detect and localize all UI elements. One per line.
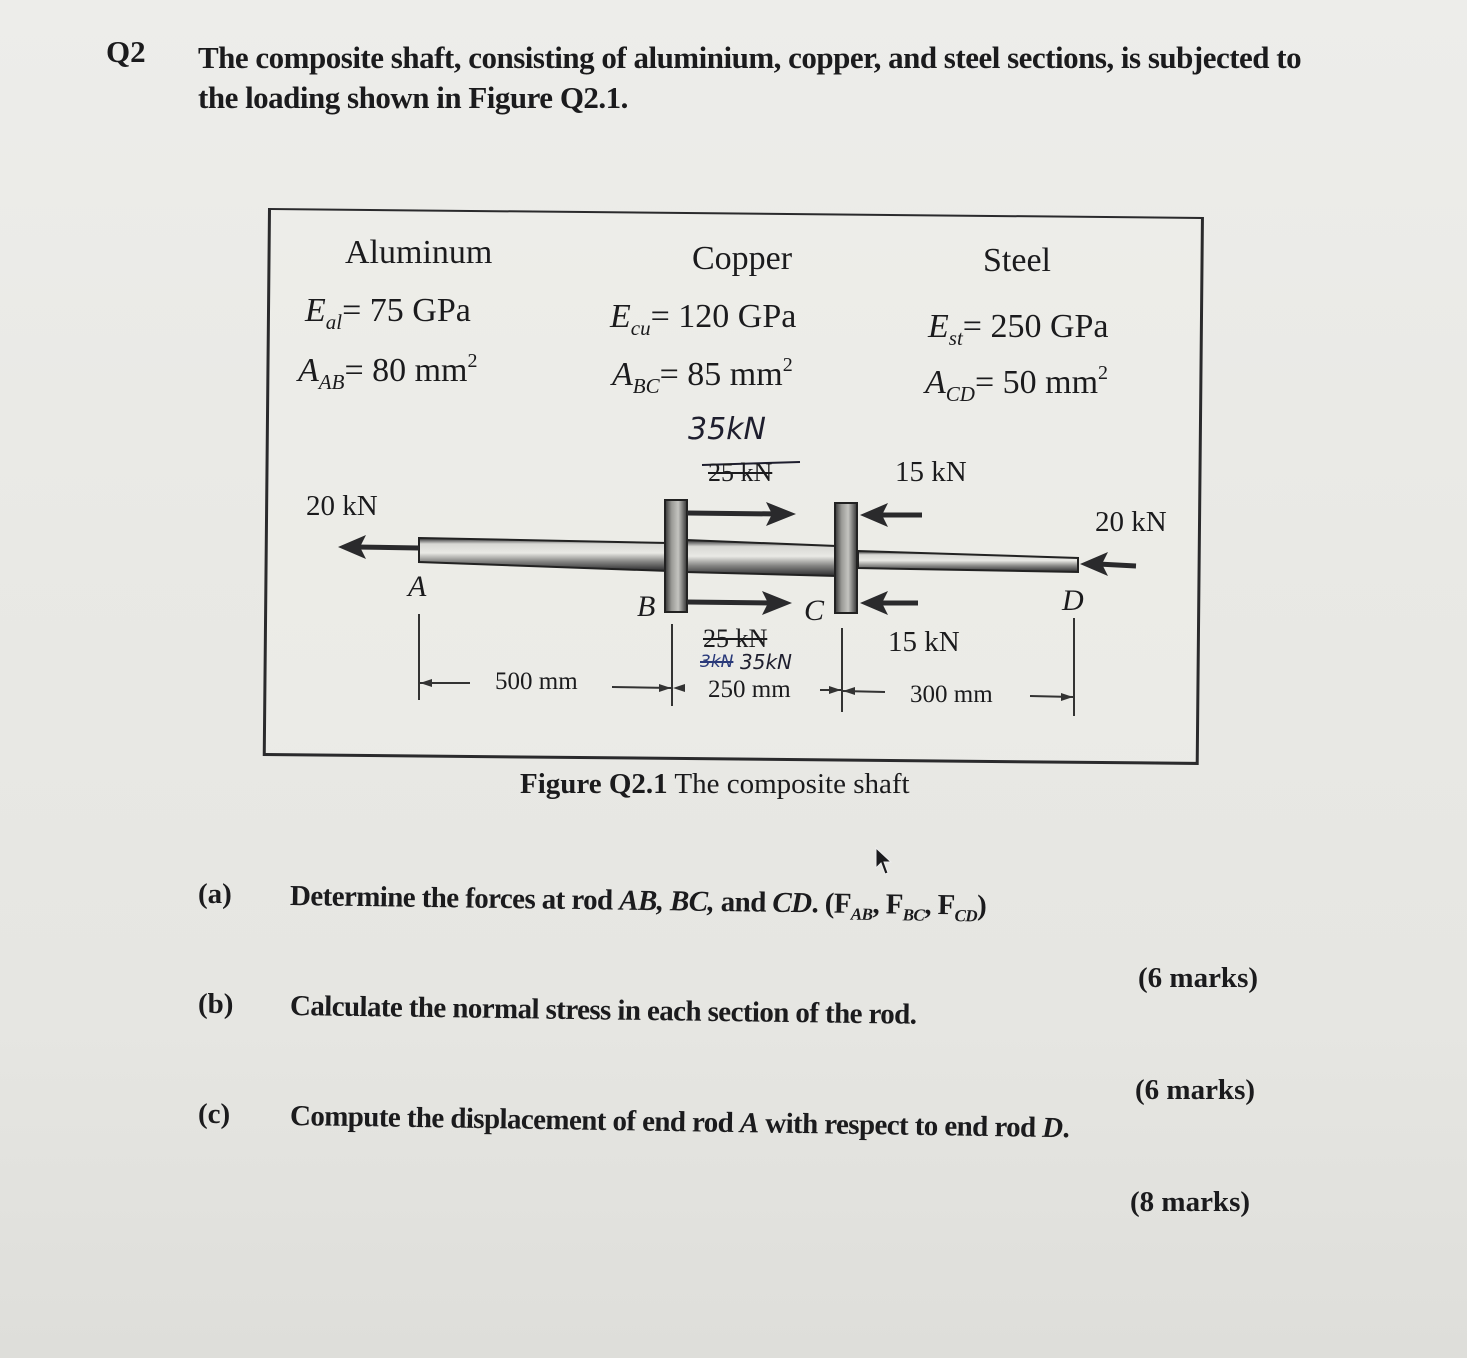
question-number: Q2 (106, 34, 146, 69)
part-a-marks: (6 marks) (1138, 962, 1259, 994)
mouse-cursor-icon (875, 846, 893, 875)
part-a-label: (a) (198, 878, 232, 910)
question-intro: The composite shaft, consisting of alumi… (198, 40, 1302, 115)
point-b-label: B (637, 590, 656, 623)
material-aluminum-label: Aluminum (345, 234, 493, 271)
dimension-bc: 250 mm (708, 676, 791, 703)
load-b-top-struck: 25 kN (708, 458, 773, 487)
material-steel-label: Steel (983, 242, 1051, 279)
handwritten-load-b-top: 35kN (688, 412, 766, 447)
dimension-cd: 300 mm (910, 681, 993, 708)
dimension-ab: 500 mm (495, 668, 578, 695)
point-c-label: C (804, 594, 825, 627)
load-c-bottom: 15 kN (888, 626, 960, 658)
modulus-copper: Ecu= 120 GPa (610, 298, 797, 340)
load-left-end: 20 kN (306, 490, 378, 522)
load-right-end: 20 kN (1095, 506, 1167, 538)
part-b-label: (b) (198, 988, 234, 1020)
modulus-steel: Est= 250 GPa (928, 308, 1109, 350)
area-ab: AAB= 80 mm2 (298, 350, 478, 394)
handwritten-load-b-bottom: 35kN (740, 650, 792, 674)
load-b-bottom-struck: 25 kN (703, 624, 768, 653)
area-bc: ABC= 85 mm2 (612, 354, 793, 398)
point-a-label: A (408, 570, 427, 603)
modulus-aluminum: Eal= 75 GPa (305, 292, 471, 334)
figure-caption: Figure Q2.1 The composite shaft (520, 768, 910, 800)
handwritten-struck: 3kN (700, 652, 734, 672)
material-copper-label: Copper (692, 240, 793, 277)
area-cd: ACD= 50 mm2 (925, 362, 1109, 406)
load-c-top: 15 kN (895, 456, 967, 488)
part-b-marks: (6 marks) (1135, 1074, 1256, 1106)
part-c-marks: (8 marks) (1130, 1186, 1251, 1218)
point-d-label: D (1062, 584, 1084, 617)
part-c-label: (c) (198, 1098, 231, 1130)
